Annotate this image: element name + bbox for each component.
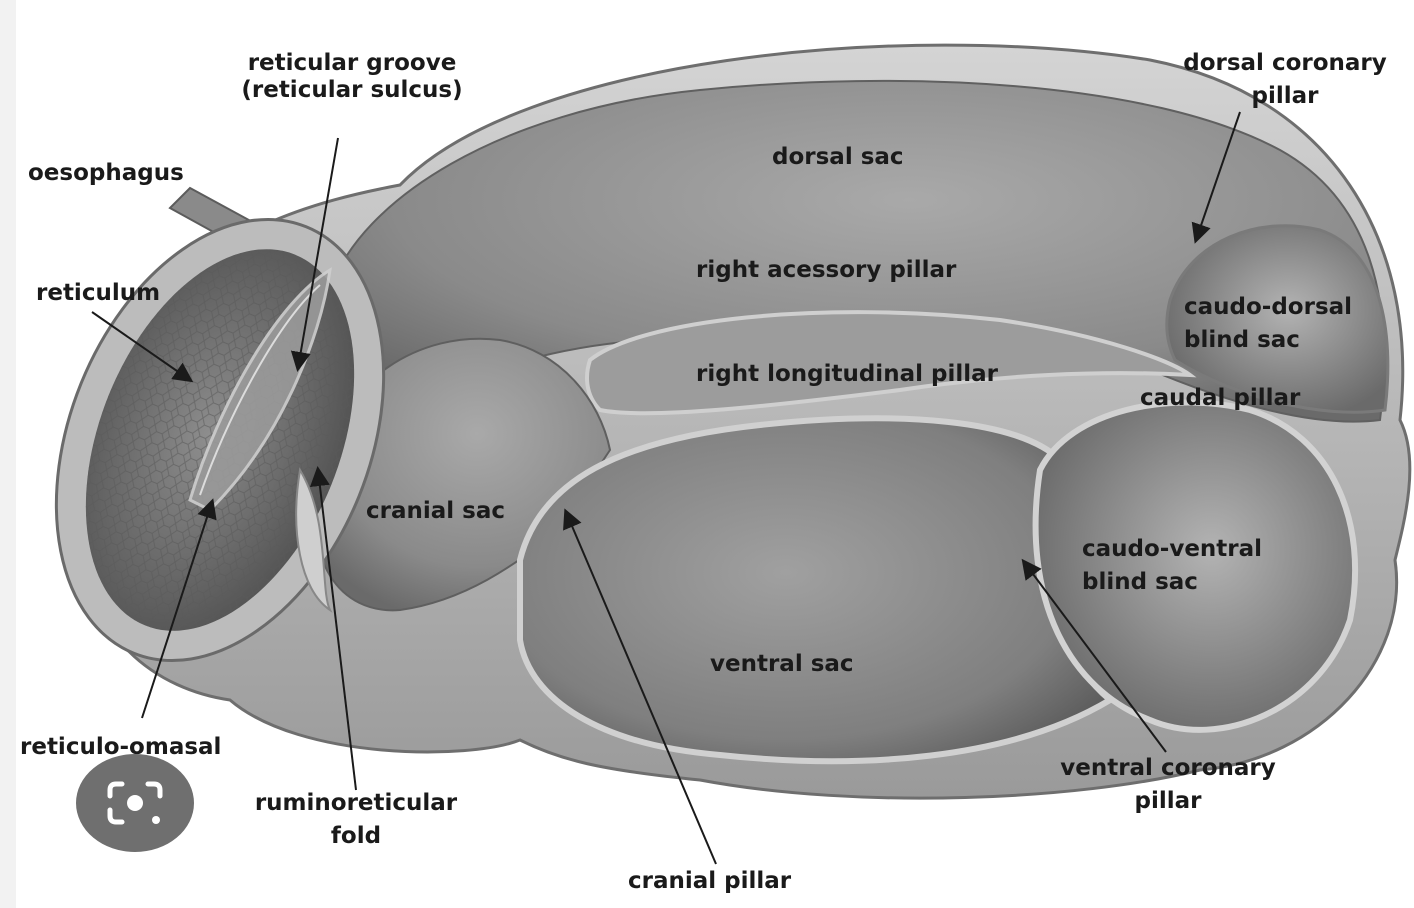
label-ventral-coronary-line1: ventral coronary xyxy=(1036,753,1300,784)
label-reticulum: reticulum xyxy=(36,278,160,309)
label-reticular-groove-line2: (reticular sulcus) xyxy=(226,75,478,106)
label-caudal-pillar: caudal pillar xyxy=(1140,383,1300,414)
label-dorsal-sac: dorsal sac xyxy=(772,142,904,173)
label-reticular-groove: reticular groove (reticular sulcus) xyxy=(226,48,478,106)
ventral-sac-cavity xyxy=(520,418,1110,761)
label-ventral-sac: ventral sac xyxy=(710,649,854,680)
label-caudo-ventral-blind-sac: caudo-ventral blind sac xyxy=(1082,534,1262,598)
label-dorsal-coronary-pillar: dorsal coronary pillar xyxy=(1160,48,1410,112)
visual-search-button[interactable] xyxy=(76,754,194,852)
label-caudo-dorsal-line2: blind sac xyxy=(1184,325,1352,356)
label-right-accessory-pillar: right acessory pillar xyxy=(696,255,956,286)
label-caudo-ventral-line1: caudo-ventral xyxy=(1082,534,1262,565)
label-right-longitudinal-pillar: right longitudinal pillar xyxy=(696,359,998,390)
label-caudo-dorsal-line1: caudo-dorsal xyxy=(1184,292,1352,323)
label-ruminoreticular-line2: fold xyxy=(232,821,480,852)
label-caudo-ventral-line2: blind sac xyxy=(1082,567,1262,598)
label-ventral-coronary-line2: pillar xyxy=(1036,786,1300,817)
label-caudo-dorsal-blind-sac: caudo-dorsal blind sac xyxy=(1184,292,1352,356)
label-dorsal-coronary-line1: dorsal coronary xyxy=(1160,48,1410,79)
label-cranial-pillar: cranial pillar xyxy=(628,866,791,897)
label-cranial-sac: cranial sac xyxy=(366,496,505,527)
label-ruminoreticular-fold: ruminoreticular fold xyxy=(232,788,480,852)
label-ventral-coronary-pillar: ventral coronary pillar xyxy=(1036,753,1300,817)
visual-search-icon xyxy=(76,754,194,852)
label-dorsal-coronary-line2: pillar xyxy=(1160,81,1410,112)
label-oesophagus: oesophagus xyxy=(28,158,184,189)
label-ruminoreticular-line1: ruminoreticular xyxy=(232,788,480,819)
